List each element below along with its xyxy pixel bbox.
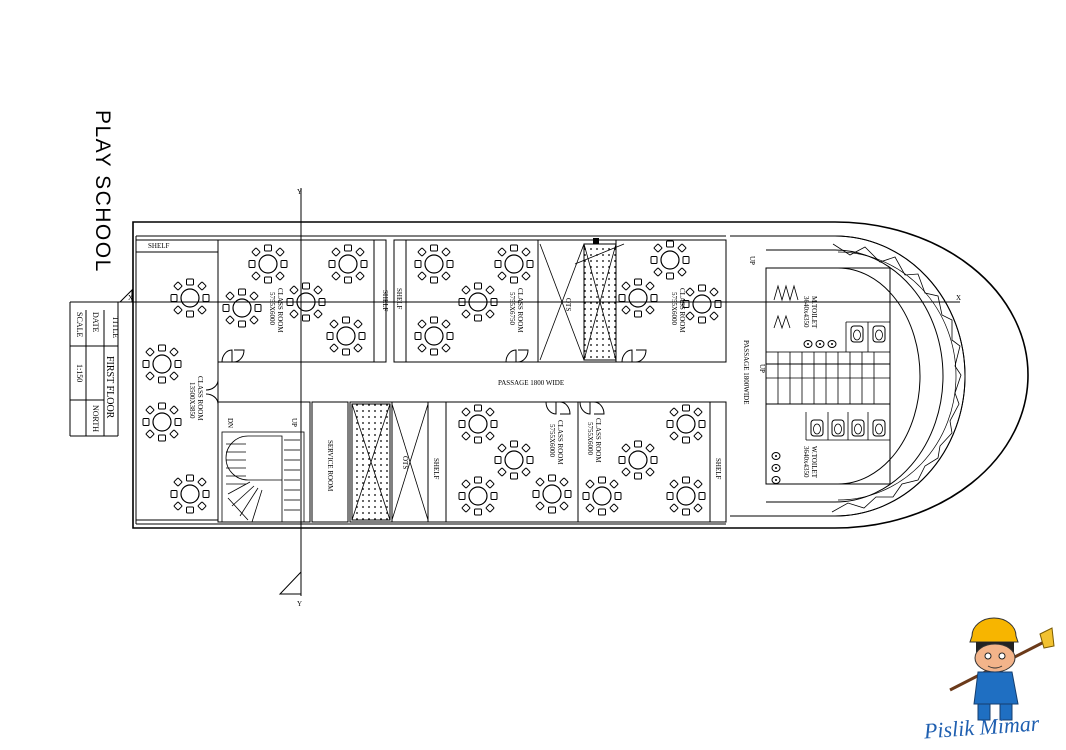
label-stair-up-right-top: UP xyxy=(748,256,756,265)
label-class-left-size: 13500X3850 xyxy=(188,382,196,419)
label-ots-bottom: OTS xyxy=(401,456,409,469)
ots-shaft-top xyxy=(539,238,625,361)
label-shelf-2: SHELF xyxy=(395,288,403,310)
staircase-right xyxy=(765,351,891,405)
scale-value: 1:150 xyxy=(75,364,84,382)
label-class-left-name: CLASS ROOM xyxy=(196,376,204,421)
title-block xyxy=(69,301,136,437)
label-class-4-size: 5755X6000 xyxy=(548,424,556,458)
label-class-3-name: CLASS ROOM xyxy=(678,288,686,333)
label-stair-up-right-mid: UP xyxy=(758,364,766,373)
ots-shaft-bottom xyxy=(351,403,429,521)
label-passage-vertical: PASSAGE 1800WIDE xyxy=(742,340,750,405)
label-shelf-top: SHELF xyxy=(148,242,170,250)
label-stair-dn-left: DN xyxy=(226,418,234,428)
label-class-1-size: 5755X6000 xyxy=(268,292,276,326)
section-mark-y-top: Y xyxy=(297,188,302,196)
label-shelf-1: SHELF xyxy=(381,290,389,312)
balcony-inner-ring xyxy=(837,251,957,501)
project-title: PLAY SCHOOL xyxy=(91,110,114,273)
staircase-left xyxy=(221,431,305,523)
label-class-2-size: 5755X6750 xyxy=(508,292,516,326)
label-class-5-name: CLASS ROOM xyxy=(594,418,602,463)
brand-mascot xyxy=(949,617,1055,721)
furniture-tables xyxy=(142,240,722,516)
label-class-3-size: 5755X6000 xyxy=(670,292,678,326)
north-value: NORTH xyxy=(91,405,100,432)
balcony-railing xyxy=(831,243,962,513)
label-class-4-name: CLASS ROOM xyxy=(556,420,564,465)
label-class-5-size: 5755X6000 xyxy=(586,422,594,456)
label-ots-top: OTS xyxy=(564,298,572,311)
label-m-toilet-size: 3640x4350 xyxy=(802,296,810,328)
interior-walls xyxy=(135,239,891,523)
building-outline xyxy=(132,221,1029,529)
label-stair-up-left: UP xyxy=(290,418,298,427)
label-class-1-name: CLASS ROOM xyxy=(276,288,284,333)
label-w-toilet-size: 3640x4350 xyxy=(802,446,810,478)
label-w-toilet-name: W.TOILET xyxy=(810,446,818,479)
label-shelf-4: SHELF xyxy=(714,458,722,480)
title-value: FIRST FLOOR xyxy=(104,356,115,419)
section-mark-x2: X xyxy=(956,294,961,302)
label-m-toilet-name: M.TOILET xyxy=(810,296,818,329)
scale-label: SCALE xyxy=(75,312,84,337)
brand-name: Pislik Mimar xyxy=(922,710,1040,743)
doors xyxy=(205,349,647,415)
title-label: TITLE xyxy=(111,316,120,338)
toilet-fixtures xyxy=(773,284,890,441)
section-lines xyxy=(118,188,960,596)
label-class-2-name: CLASS ROOM xyxy=(516,288,524,333)
section-mark-x: X xyxy=(128,294,133,302)
label-shelf-3: SHELF xyxy=(432,458,440,480)
label-service-room: SERVICE ROOM xyxy=(326,440,334,492)
section-mark-y-bottom: Y xyxy=(297,600,302,608)
label-passage-main: PASSAGE 1800 WIDE xyxy=(498,379,564,387)
date-label: DATE xyxy=(91,312,100,333)
